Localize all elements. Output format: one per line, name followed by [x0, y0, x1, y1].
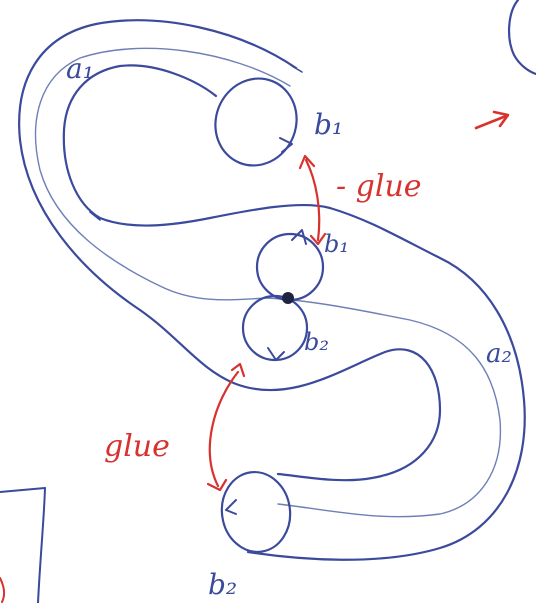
- tube-end-top-arrow-icon: [280, 138, 292, 152]
- surface-outer-outline-right: [64, 65, 525, 559]
- label-b2-bottom: b₂: [208, 568, 237, 601]
- label-glue-left: glue: [104, 429, 170, 464]
- label-b1-center: b₁: [324, 230, 349, 258]
- tube-end-top: [202, 66, 309, 178]
- red-arrow-icon: [476, 112, 508, 128]
- wedge-point: [282, 292, 294, 304]
- label-glue-top: - glue: [336, 169, 422, 204]
- glue-arrow-top-icon: [300, 156, 325, 244]
- glue-arrow-bottom-icon: [208, 364, 244, 490]
- tube-end-bottom-arrow-icon: [226, 500, 236, 514]
- circle-b1-arrow-icon: [292, 230, 306, 244]
- label-b2-center: b₂: [304, 328, 329, 356]
- edge-tick-upper: [292, 66, 302, 72]
- partial-curve-top-right: [509, 0, 536, 74]
- label-a1: a₁: [66, 52, 94, 85]
- boundary-circle-b2: [243, 296, 307, 360]
- label-b1-top: b₁: [314, 108, 343, 141]
- label-a2: a₂: [486, 339, 512, 369]
- partial-box-bottom-left: [0, 488, 45, 603]
- boundary-circle-b1: [257, 234, 323, 300]
- red-partial-mark: [0, 578, 4, 602]
